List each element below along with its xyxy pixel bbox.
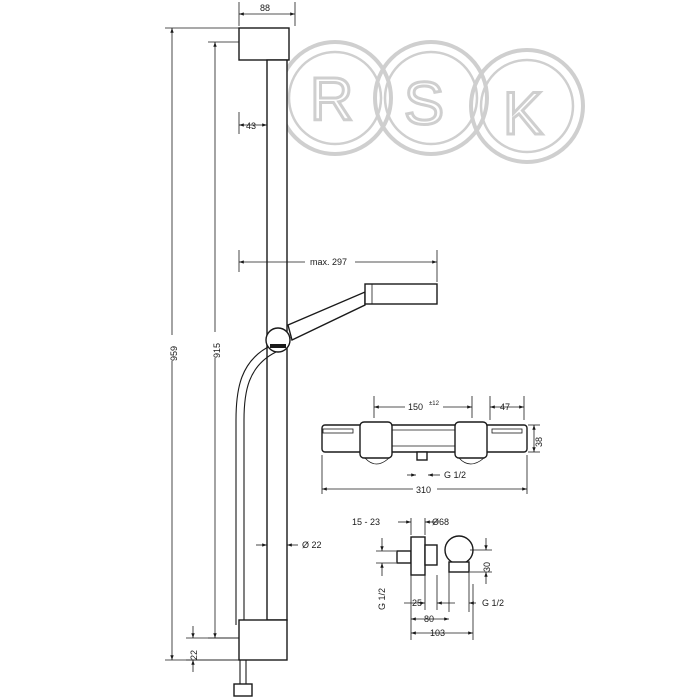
right-handle bbox=[454, 421, 488, 459]
dim-inlet-thread: G 1/2 bbox=[377, 588, 387, 610]
dim-outlet-thread-side: G 1/2 bbox=[482, 598, 504, 608]
handshower-holder bbox=[265, 327, 291, 353]
bottom-wall-bracket bbox=[238, 619, 288, 661]
logo-letter-s: S bbox=[404, 70, 444, 137]
dim-tube-diameter: Ø 22 bbox=[302, 540, 322, 550]
left-handle bbox=[359, 421, 393, 459]
hose-nut bbox=[233, 683, 253, 697]
hand-shower bbox=[287, 290, 366, 341]
dim-rail-height: 915 bbox=[212, 343, 222, 358]
dim-escutcheon-diameter: Ø68 bbox=[432, 517, 449, 527]
side-handle bbox=[444, 535, 474, 565]
dim-body-height: 38 bbox=[534, 437, 544, 447]
dim-side-depth: 47 bbox=[500, 402, 510, 412]
escutcheon bbox=[410, 536, 426, 576]
dim-total-height: 959 bbox=[169, 346, 179, 361]
dim-side-height: 30 bbox=[482, 562, 492, 572]
rsk-watermark-logo: R S K bbox=[277, 40, 585, 164]
inlet-nipple bbox=[396, 550, 412, 564]
outlet-nipple bbox=[416, 451, 428, 461]
dim-rail-width: 88 bbox=[260, 3, 270, 13]
dim-handle-spacing: 150 bbox=[408, 402, 423, 412]
dim-body-length: 310 bbox=[416, 485, 431, 495]
thermostat-front-view: 150 ±12 47 38 310 G 1/2 bbox=[321, 396, 544, 495]
logo-letter-k: K bbox=[503, 80, 543, 147]
thermostat-side-view: 15 - 23 Ø68 30 G 1/2 25 G 1/2 80 103 bbox=[352, 517, 504, 640]
shower-hose bbox=[235, 344, 273, 625]
dim-outlet-thread: G 1/2 bbox=[444, 470, 466, 480]
logo-letter-r: R bbox=[310, 66, 353, 133]
dim-escutcheon-depth: 15 - 23 bbox=[352, 517, 380, 527]
dim-handle-tolerance: ±12 bbox=[429, 401, 440, 407]
dim-wall-offset: 43 bbox=[246, 121, 256, 131]
dim-depth-c: 103 bbox=[430, 628, 445, 638]
dim-max-reach: max. 297 bbox=[310, 257, 347, 267]
dim-offset-a: 25 bbox=[412, 598, 422, 608]
top-wall-bracket bbox=[238, 27, 290, 61]
dim-bottom-height: 22 bbox=[189, 650, 199, 660]
dim-depth-b: 80 bbox=[424, 614, 434, 624]
eccentric-connector bbox=[424, 544, 438, 566]
shower-rail-drawing: 88 43 max. 297 959 915 22 Ø 22 bbox=[165, 2, 438, 697]
